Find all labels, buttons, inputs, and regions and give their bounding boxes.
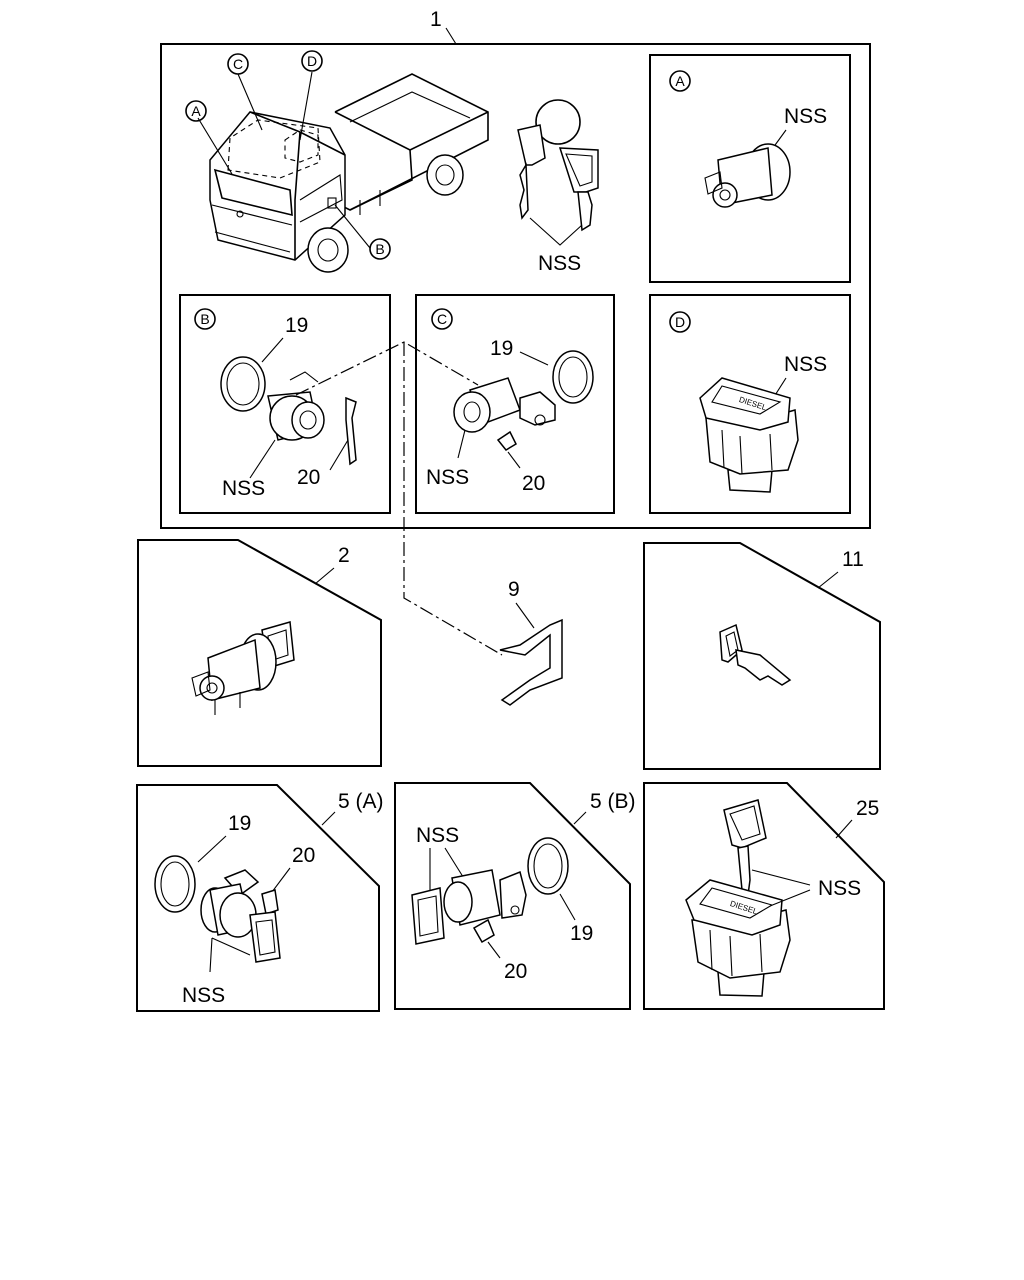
label-nss-d: NSS (784, 353, 827, 376)
svg-text:B: B (200, 311, 209, 327)
callout-c: C (227, 53, 249, 75)
svg-text:B: B (375, 241, 384, 257)
part-25-group: 25 DIESEL NSS (643, 782, 885, 1010)
label-nss-5a: NSS (182, 984, 225, 1007)
svg-text:C: C (437, 311, 447, 327)
label-19-c: 19 (490, 337, 513, 360)
part-2-frame (137, 539, 382, 767)
svg-text:A: A (675, 73, 685, 89)
part-5a-frame (136, 784, 380, 1012)
svg-text:D: D (307, 53, 317, 69)
label-19-5a: 19 (228, 812, 251, 835)
part-11-group: 11 (643, 542, 881, 770)
label-19-5b: 19 (570, 922, 593, 945)
label-19-b: 19 (285, 314, 308, 337)
label-20-b: 20 (297, 466, 320, 489)
label-nss-5b: NSS (416, 824, 459, 847)
panel-a: A NSS (649, 54, 851, 283)
part-5b-frame (394, 782, 631, 1010)
part-9-group: 9 (295, 341, 563, 706)
part-5b-group: 5 (B) NSS 19 20 (394, 782, 636, 1010)
label-nss-25: NSS (818, 877, 861, 900)
panel-c: C 19 NSS 20 (415, 294, 615, 514)
part-5a-group: 5 (A) 19 20 NSS (136, 784, 384, 1012)
label-nss-c: NSS (426, 466, 469, 489)
part-2-group: 2 (137, 539, 382, 767)
assembly-1-frame (160, 43, 871, 529)
label-nss-b: NSS (222, 477, 265, 500)
label-part-25: 25 (856, 797, 879, 820)
label-part-11: 11 (842, 548, 864, 571)
svg-text:A: A (191, 103, 201, 119)
part-25-frame (643, 782, 885, 1010)
label-part-9: 9 (508, 578, 520, 601)
label-20-5a: 20 (292, 844, 315, 867)
callout-d: D (301, 50, 323, 72)
label-part-2: 2 (338, 544, 350, 567)
label-20-c: 20 (522, 472, 545, 495)
label-20-5b: 20 (504, 960, 527, 983)
label-part-5b: 5 (B) (590, 790, 636, 813)
label-part-5a: 5 (A) (338, 790, 384, 813)
label-nss-keys: NSS (538, 252, 581, 275)
label-nss-a: NSS (784, 105, 827, 128)
panel-b: B 19 NSS 20 (179, 294, 391, 514)
svg-text:D: D (675, 314, 685, 330)
callout-a: A (185, 100, 207, 122)
label-part-1: 1 (430, 8, 442, 31)
svg-text:C: C (233, 56, 243, 72)
panel-d: D NSS DIESEL (649, 294, 851, 514)
callout-b: B (369, 238, 391, 260)
part-11-frame (643, 542, 881, 770)
assembly-1: 1 (160, 8, 871, 529)
leader-dashdot (295, 341, 479, 396)
truck-illustration: A C D B (185, 50, 489, 273)
key-pair-illustration: NSS (517, 99, 599, 275)
